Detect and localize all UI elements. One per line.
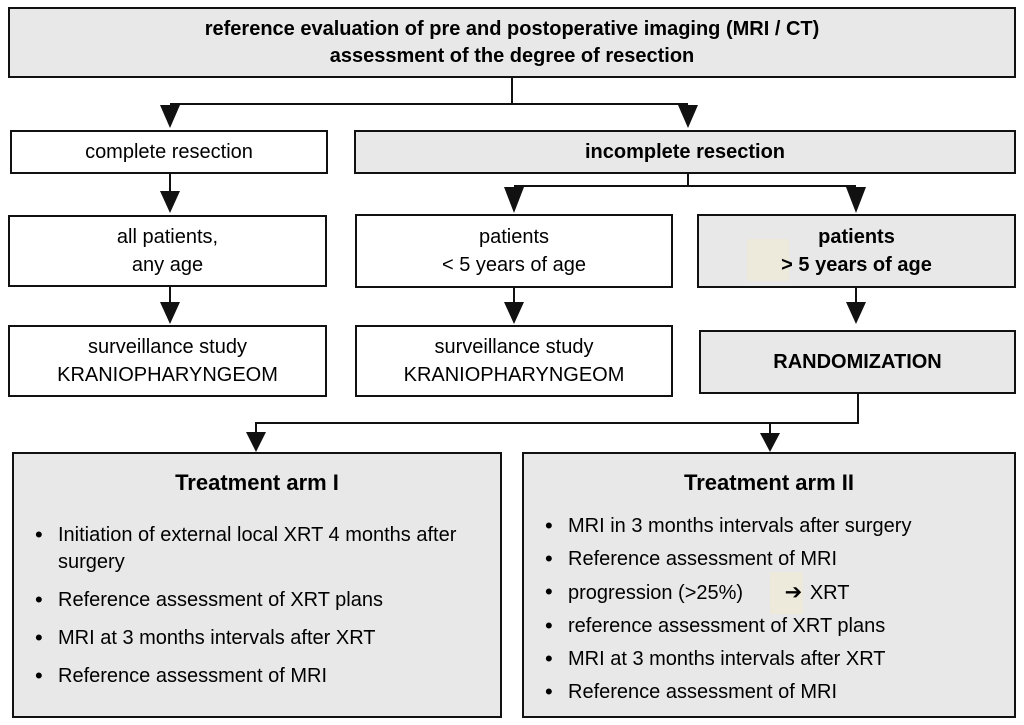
treatment-arm-bullet-list: Initiation of external local XRT 4 month…	[14, 521, 500, 690]
treatment-arm-bullet-list: MRI in 3 months intervals after surgery …	[524, 512, 1014, 706]
arrow-down-icon	[678, 105, 698, 128]
list-item: MRI at 3 months intervals after XRT	[538, 645, 1014, 673]
connector-incomplete-to-children	[504, 174, 866, 213]
node-patients-over-5: patients > 5 years of age	[697, 214, 1016, 288]
arrow-down-icon	[846, 302, 866, 324]
node-reference-evaluation: reference evaluation of pre and postoper…	[8, 7, 1016, 78]
list-item-progression: progression (>25%) ➔ XRT	[538, 572, 1014, 614]
progression-target: XRT	[809, 582, 850, 604]
arrow-down-icon	[846, 187, 866, 213]
node-label: patients	[818, 226, 895, 248]
treatment-arm-title: Treatment arm II	[684, 470, 854, 495]
connector-complete-to-allpatients	[160, 174, 180, 213]
list-item: Reference assessment of MRI	[538, 678, 1014, 706]
node-label: complete resection	[85, 141, 253, 163]
arrow-down-icon	[504, 302, 524, 324]
arrow-down-icon	[160, 302, 180, 324]
node-label: assessment of the degree of resection	[329, 44, 695, 67]
node-label: surveillance study	[434, 336, 594, 358]
node-complete-resection: complete resection	[10, 130, 328, 174]
connector-top-to-row2	[160, 78, 698, 128]
node-label: KRANIOPHARYNGEOM	[403, 364, 625, 386]
node-label: < 5 years of age	[442, 254, 586, 276]
highlight-patch	[770, 572, 803, 614]
arrow-down-icon	[246, 432, 266, 452]
list-item: Reference assessment of MRI	[28, 662, 463, 690]
node-patients-under-5: patients < 5 years of age	[355, 214, 673, 288]
connector-row3-to-row4	[160, 287, 866, 324]
progression-text: progression (>25%)	[568, 582, 744, 604]
highlight-patch	[747, 239, 789, 281]
list-item: Initiation of external local XRT 4 month…	[28, 521, 463, 576]
arrow-down-icon	[160, 105, 180, 128]
arrow-down-icon	[160, 191, 180, 213]
node-treatment-arm-1: Treatment arm I Initiation of external l…	[12, 452, 502, 718]
node-surveillance-study-2: surveillance study KRANIOPHARYNGEOM	[355, 325, 673, 397]
node-label: any age	[131, 254, 204, 276]
node-label: all patients,	[116, 226, 219, 248]
node-label: > 5 years of age	[781, 254, 932, 276]
node-label: RANDOMIZATION	[773, 351, 942, 373]
node-all-patients-any-age: all patients, any age	[8, 215, 327, 287]
node-label: KRANIOPHARYNGEOM	[57, 364, 278, 386]
node-label: incomplete resection	[584, 141, 786, 163]
node-incomplete-resection: incomplete resection	[354, 130, 1016, 174]
arrow-down-icon	[504, 187, 524, 213]
node-label: reference evaluation of pre and postoper…	[204, 17, 820, 40]
list-item: MRI at 3 months intervals after XRT	[28, 624, 463, 652]
node-randomization: RANDOMIZATION	[699, 330, 1016, 394]
arrow-down-icon	[760, 433, 780, 452]
node-label: surveillance study	[88, 336, 247, 358]
connector-randomization-to-arms	[246, 394, 859, 452]
treatment-arm-title: Treatment arm I	[175, 470, 339, 495]
list-item: Reference assessment of MRI	[538, 545, 1014, 573]
node-treatment-arm-2: Treatment arm II MRI in 3 months interva…	[522, 452, 1016, 718]
list-item: reference assessment of XRT plans	[538, 612, 1014, 640]
node-label: patients	[478, 226, 550, 248]
right-arrow-icon: ➔	[784, 581, 803, 604]
list-item: Reference assessment of XRT plans	[28, 586, 463, 614]
list-item: MRI in 3 months intervals after surgery	[538, 512, 1014, 540]
node-surveillance-study-1: surveillance study KRANIOPHARYNGEOM	[8, 325, 327, 397]
